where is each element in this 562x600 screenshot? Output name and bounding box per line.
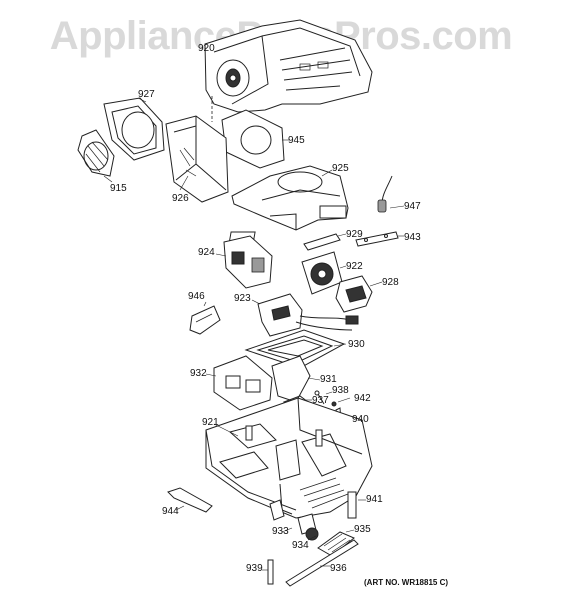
- part-929-bracket[interactable]: [303, 233, 341, 251]
- part-936-rod[interactable]: [285, 539, 359, 587]
- callout-941[interactable]: 941: [366, 494, 383, 505]
- part-920-housing[interactable]: [204, 19, 373, 113]
- part-928-motor[interactable]: [335, 275, 373, 313]
- leader-line: [205, 373, 217, 377]
- leader-line: [251, 299, 261, 305]
- part-935-pad[interactable]: [317, 531, 355, 557]
- leader-line: [175, 505, 185, 511]
- leader-line: [325, 391, 333, 395]
- leader-line: [337, 233, 347, 237]
- leader-line: [203, 301, 207, 307]
- part-941-spacer[interactable]: [347, 491, 357, 519]
- callout-946[interactable]: 946: [188, 291, 205, 302]
- part-923-bracket[interactable]: [257, 293, 359, 337]
- part-938-screw[interactable]: [314, 390, 325, 405]
- callout-920[interactable]: 920: [198, 43, 215, 54]
- leader-line: [103, 175, 113, 183]
- callout-936[interactable]: 936: [330, 563, 347, 574]
- callout-945[interactable]: 945: [288, 135, 305, 146]
- part-945-gasket[interactable]: [221, 109, 285, 169]
- leader-line: [137, 97, 147, 103]
- callout-928[interactable]: 928: [382, 277, 399, 288]
- part-947-probe[interactable]: [377, 175, 393, 213]
- callout-923[interactable]: 923: [234, 293, 251, 304]
- callout-943[interactable]: 943: [404, 232, 421, 243]
- part-921-housing[interactable]: [205, 397, 373, 519]
- part-927-gasket[interactable]: [103, 97, 165, 161]
- leader-line: [215, 253, 227, 257]
- callout-921[interactable]: 921: [202, 417, 219, 428]
- part-944-strip[interactable]: [167, 487, 213, 513]
- leader-line: [333, 343, 347, 347]
- leader-line: [337, 397, 351, 403]
- callout-925[interactable]: 925: [332, 163, 349, 174]
- callout-929[interactable]: 929: [346, 229, 363, 240]
- callout-940[interactable]: 940: [352, 414, 369, 425]
- leader-line: [389, 205, 405, 209]
- callout-934[interactable]: 934: [292, 540, 309, 551]
- part-946-bracket[interactable]: [189, 305, 221, 335]
- callout-931[interactable]: 931: [320, 374, 337, 385]
- part-922-fan[interactable]: [301, 251, 343, 295]
- leader-line: [345, 529, 355, 533]
- callout-915[interactable]: 915: [110, 183, 127, 194]
- callout-937[interactable]: 937: [312, 395, 329, 406]
- part-932-gasket[interactable]: [213, 355, 273, 411]
- part-925-cover[interactable]: [228, 165, 349, 247]
- leader-line: [307, 377, 321, 381]
- part-915-damper[interactable]: [77, 129, 115, 177]
- callout-933[interactable]: 933: [272, 526, 289, 537]
- callout-938[interactable]: 938: [332, 385, 349, 396]
- leader-line: [179, 175, 189, 191]
- callout-922[interactable]: 922: [346, 261, 363, 272]
- callout-947[interactable]: 947: [404, 201, 421, 212]
- part-939-pin[interactable]: [267, 559, 274, 585]
- callout-935[interactable]: 935: [354, 524, 371, 535]
- leader-line: [339, 265, 347, 269]
- art-number-label: (ART NO. WR18815 C): [364, 578, 449, 587]
- part-926-duct[interactable]: [165, 115, 229, 203]
- leader-line: [369, 281, 383, 287]
- part-943-bar[interactable]: [355, 231, 399, 247]
- part-934-gear[interactable]: [297, 513, 319, 541]
- part-924-fitting[interactable]: [223, 235, 273, 289]
- callout-932[interactable]: 932: [190, 368, 207, 379]
- callout-924[interactable]: 924: [198, 247, 215, 258]
- part-931-shield[interactable]: [271, 355, 311, 403]
- callout-926[interactable]: 926: [172, 193, 189, 204]
- leader-line: [281, 527, 293, 533]
- callout-927[interactable]: 927: [138, 89, 155, 100]
- callout-944[interactable]: 944: [162, 506, 179, 517]
- leader-line: [321, 169, 333, 177]
- callout-942[interactable]: 942: [354, 393, 371, 404]
- part-933-switch[interactable]: [269, 499, 285, 521]
- callout-939[interactable]: 939: [246, 563, 263, 574]
- callout-930[interactable]: 930: [348, 339, 365, 350]
- leader-line: [307, 535, 317, 541]
- part-942-fastener[interactable]: [331, 401, 337, 407]
- leader-line: [213, 423, 239, 437]
